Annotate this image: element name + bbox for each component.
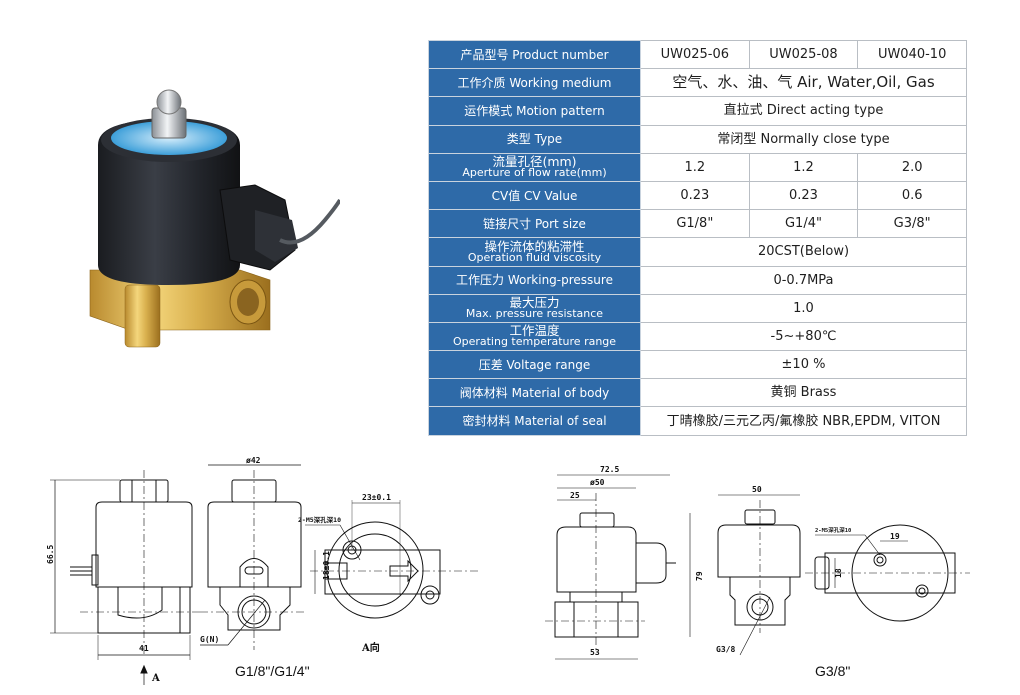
dim-height-large: 79 [695, 571, 704, 581]
row-label-en: Operating temperature range [452, 335, 617, 349]
dim-spacing-large: 19 [890, 532, 900, 541]
value-cell: -5~+80℃ [640, 321, 967, 352]
row-label: 链接尺寸 Port size [428, 209, 641, 239]
value-cell: 20CST(Below) [640, 237, 967, 267]
product-photo-solenoid-valve [89, 89, 340, 348]
hole-label-large: 2-M5深孔深10 [815, 526, 851, 534]
model-cell: UW040-10 [857, 39, 967, 70]
value-cell: 0.6 [857, 180, 967, 211]
value-cell: 1.2 [640, 152, 750, 182]
row-label-cn: 流量孔径(mm) [492, 154, 577, 170]
row-label: CV值 CV Value [428, 180, 641, 211]
caption-large-valve: G3/8" [815, 663, 851, 679]
side-view [545, 474, 691, 660]
value-cell: ±10 % [640, 350, 967, 380]
value-cell: G3/8" [857, 209, 967, 239]
dim-side-small: 18±0.1 [322, 551, 331, 580]
row-label: 密封材料 Material of seal [428, 406, 641, 436]
side-view [50, 470, 200, 685]
dim-height-small: 66.5 [46, 545, 55, 564]
row-label: 最大压力 Max. pressure resistance [428, 293, 641, 323]
arrow-label-a: A [151, 673, 160, 684]
dim-spacing-small: 23±0.1 [362, 493, 391, 502]
row-label-en: Max. pressure resistance [465, 307, 604, 320]
dim-overall-large: 72.5 [600, 465, 619, 474]
table-row-cv-value: CV值 CV Value 0.23 0.23 0.6 [428, 180, 967, 211]
thread-label-small: G(N) [200, 635, 219, 644]
dim-side-large: 18 [834, 568, 843, 578]
dim-width-large: 50 [752, 485, 762, 494]
value-cell: 1.0 [640, 293, 967, 323]
row-label-cn: 操作流体的粘滞性 [484, 238, 585, 254]
row-label-cn: 工作温度 [509, 323, 560, 339]
value-cell: 直拉式 Direct acting type [640, 96, 967, 126]
row-label: 流量孔径(mm) Aperture of flow rate(mm) [428, 152, 641, 182]
view-label-a: A向 [361, 641, 380, 654]
dim-base-large: 53 [590, 648, 600, 657]
table-row-working-pressure: 工作压力 Working-pressure 0-0.7MPa [428, 265, 967, 295]
value-cell: 0-0.7MPa [640, 265, 967, 295]
table-row-type: 类型 Type 常闭型 Normally close type [428, 124, 967, 154]
specification-table: 产品型号 Product number UW025-06 UW025-08 UW… [428, 39, 967, 436]
value-cell: 空气、水、油、气 Air, Water,Oil, Gas [640, 68, 967, 98]
value-cell: G1/8" [640, 209, 750, 239]
row-label: 工作压力 Working-pressure [428, 265, 641, 295]
table-row-max-pressure: 最大压力 Max. pressure resistance 1.0 [428, 293, 967, 323]
caption-small-valve: G1/8"/G1/4" [235, 663, 310, 679]
hole-label-small: 2-M5深孔深10 [298, 515, 341, 524]
model-cell: UW025-06 [640, 39, 750, 70]
row-label: 运作模式 Motion pattern [428, 96, 641, 126]
value-cell: 0.23 [748, 180, 859, 211]
table-row-product-number: 产品型号 Product number UW025-06 UW025-08 UW… [428, 39, 967, 70]
value-cell: 黄铜 Brass [640, 378, 967, 408]
value-cell: 常闭型 Normally close type [640, 124, 967, 154]
a-direction-view [305, 500, 478, 619]
row-label: 操作流体的粘滞性 Operation fluid viscosity [428, 237, 641, 267]
dim-width-small: 41 [139, 644, 149, 653]
model-cell: UW025-08 [748, 39, 859, 70]
table-row-voltage-range: 压差 Voltage range ±10 % [428, 350, 967, 380]
row-label-en: Aperture of flow rate(mm) [462, 166, 607, 180]
front-view [717, 494, 801, 656]
table-row-viscosity: 操作流体的粘滞性 Operation fluid viscosity 20CST… [428, 237, 967, 267]
row-label: 工作温度 Operating temperature range [428, 321, 641, 352]
value-cell: 2.0 [857, 152, 967, 182]
dim-diameter-large: ø50 [590, 478, 605, 487]
dim-diameter-small: ø42 [246, 456, 261, 465]
front-view [200, 464, 305, 650]
technical-drawing-small-valve: 66.5 41 ø42 G(N) A A向 23±0.1 18±0.1 2-M5… [46, 456, 478, 685]
value-cell: 丁晴橡胶/三元乙丙/氟橡胶 NBR,EPDM, VITON [640, 406, 967, 436]
a-direction-view [805, 524, 970, 622]
value-cell: 0.23 [640, 180, 750, 211]
technical-drawing-large-valve: 72.5 ø50 25 79 53 50 G3/8 19 18 2-M5深孔深1… [545, 465, 970, 660]
thread-label-large: G3/8 [716, 645, 735, 654]
dim-offset-large: 25 [570, 491, 580, 500]
table-row-port-size: 链接尺寸 Port size G1/8" G1/4" G3/8" [428, 209, 967, 239]
table-row-aperture: 流量孔径(mm) Aperture of flow rate(mm) 1.2 1… [428, 152, 967, 182]
row-label-cn: 最大压力 [509, 295, 560, 311]
value-cell: G1/4" [748, 209, 859, 239]
row-label: 阀体材料 Material of body [428, 378, 641, 408]
value-cell: 1.2 [748, 152, 859, 182]
table-row-seal-material: 密封材料 Material of seal 丁晴橡胶/三元乙丙/氟橡胶 NBR,… [428, 406, 967, 436]
table-row-motion-pattern: 运作模式 Motion pattern 直拉式 Direct acting ty… [428, 96, 967, 126]
row-label: 类型 Type [428, 124, 641, 154]
table-row-working-medium: 工作介质 Working medium 空气、水、油、气 Air, Water,… [428, 68, 967, 98]
row-label: 压差 Voltage range [428, 350, 641, 380]
table-row-body-material: 阀体材料 Material of body 黄铜 Brass [428, 378, 967, 408]
row-label: 工作介质 Working medium [428, 68, 641, 98]
row-label-en: Operation fluid viscosity [467, 250, 602, 264]
table-row-temperature: 工作温度 Operating temperature range -5~+80℃ [428, 321, 967, 352]
row-label: 产品型号 Product number [428, 39, 641, 70]
